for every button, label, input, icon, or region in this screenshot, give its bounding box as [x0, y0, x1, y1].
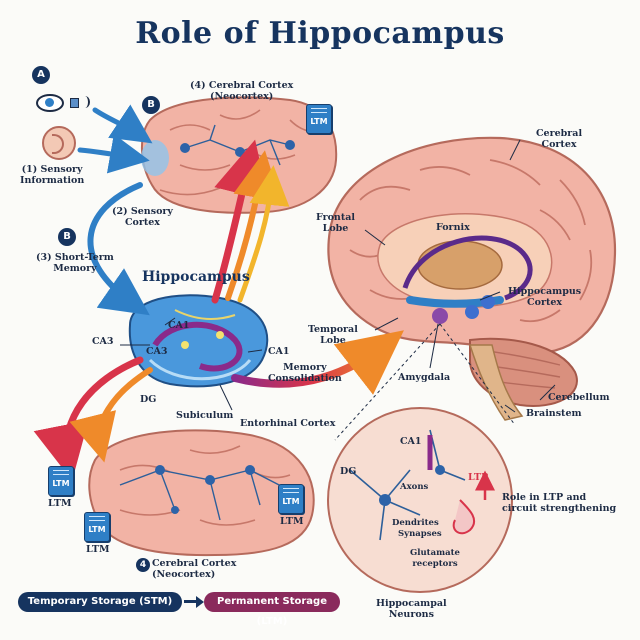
hippocampus-illustration [128, 294, 269, 388]
label-hippocampus-cortex: Hippocampus Cortex [508, 286, 582, 308]
label-cerebral-cortex-bottom: Cerebral Cortex (Neocortex) [152, 558, 237, 580]
label-ca3-outer: CA3 [92, 336, 114, 347]
label-sensory-cortex: (2) Sensory Cortex [112, 206, 173, 228]
label-amygdala: Amygdala [398, 372, 451, 383]
label-temporal-lobe: Temporal Lobe [308, 324, 358, 346]
label-ltp: LTP [468, 472, 489, 483]
label-ca3-inner: CA3 [146, 346, 168, 357]
main-brain-illustration [327, 136, 617, 421]
label-cerebral-cortex-right: Cerebral Cortex [536, 128, 583, 150]
badge-b-sensory: B [142, 96, 160, 114]
inset-zoom-lines [334, 323, 516, 441]
ltm-icon-left2: LTM [84, 512, 110, 542]
label-brainstem: Brainstem [526, 408, 582, 419]
legend-arrowhead-icon [196, 596, 204, 608]
label-dendrites: Dendrites [392, 518, 439, 528]
label-axons: Axons [400, 482, 429, 492]
pathway-arrows [33, 104, 404, 481]
label-inset-ca1: CA1 [400, 436, 422, 447]
label-ca1-right: CA1 [268, 346, 290, 357]
label-synapses: Synapses [398, 529, 442, 539]
label-ca1-inner: CA1 [168, 320, 190, 331]
label-inset-dg: DG [340, 466, 357, 477]
label-ltp-role: Role in LTP and circuit strengthening [502, 492, 617, 514]
legend-arrow-icon [184, 600, 198, 603]
label-frontal-lobe: Frontal Lobe [316, 212, 355, 234]
label-cerebral-cortex-top: (4) Cerebral Cortex (Neocortex) [190, 80, 294, 102]
label-ltm-left: LTM [48, 498, 72, 509]
label-fornix: Fornix [436, 222, 470, 233]
badge-4: 4 [136, 558, 150, 572]
page-title: Role of Hippocampus [135, 16, 505, 51]
label-hippocampal-neurons: Hippocampal Neurons [376, 598, 447, 620]
label-glutamate-receptors: Glutamate receptors [410, 548, 460, 569]
ltm-icon-left: LTM [48, 466, 74, 496]
label-ltm-right: LTM [280, 516, 304, 527]
badge-a: A [32, 66, 50, 84]
label-cerebellum: Cerebellum [548, 392, 610, 403]
bottom-cortex-illustration [88, 429, 315, 557]
legend-temporary-storage: Temporary Storage (STM) [18, 592, 182, 612]
label-hippocampus: Hippocampus [142, 269, 250, 285]
label-dg: DG [140, 394, 157, 405]
pointer-lines [120, 139, 556, 413]
speaker-icon [70, 94, 90, 110]
label-ltm-left2: LTM [86, 544, 110, 555]
eye-icon [36, 94, 64, 112]
ltm-icon-right: LTM [278, 484, 304, 514]
ltm-icon-top: LTM [306, 104, 332, 134]
label-memory-consolidation: Memory Consolidation [268, 362, 342, 384]
neuron-inset [327, 407, 513, 593]
label-short-term-memory: (3) Short-Term Memory [36, 252, 114, 274]
legend-permanent-storage: Permanent Storage (LTM) [204, 592, 340, 627]
badge-b-stm: B [58, 228, 76, 246]
label-sensory-information: (1) Sensory Information [20, 164, 85, 186]
label-entorhinal-cortex: Entorhinal Cortex [240, 418, 336, 429]
ear-icon [42, 126, 76, 160]
label-subiculum: Subiculum [176, 410, 234, 421]
